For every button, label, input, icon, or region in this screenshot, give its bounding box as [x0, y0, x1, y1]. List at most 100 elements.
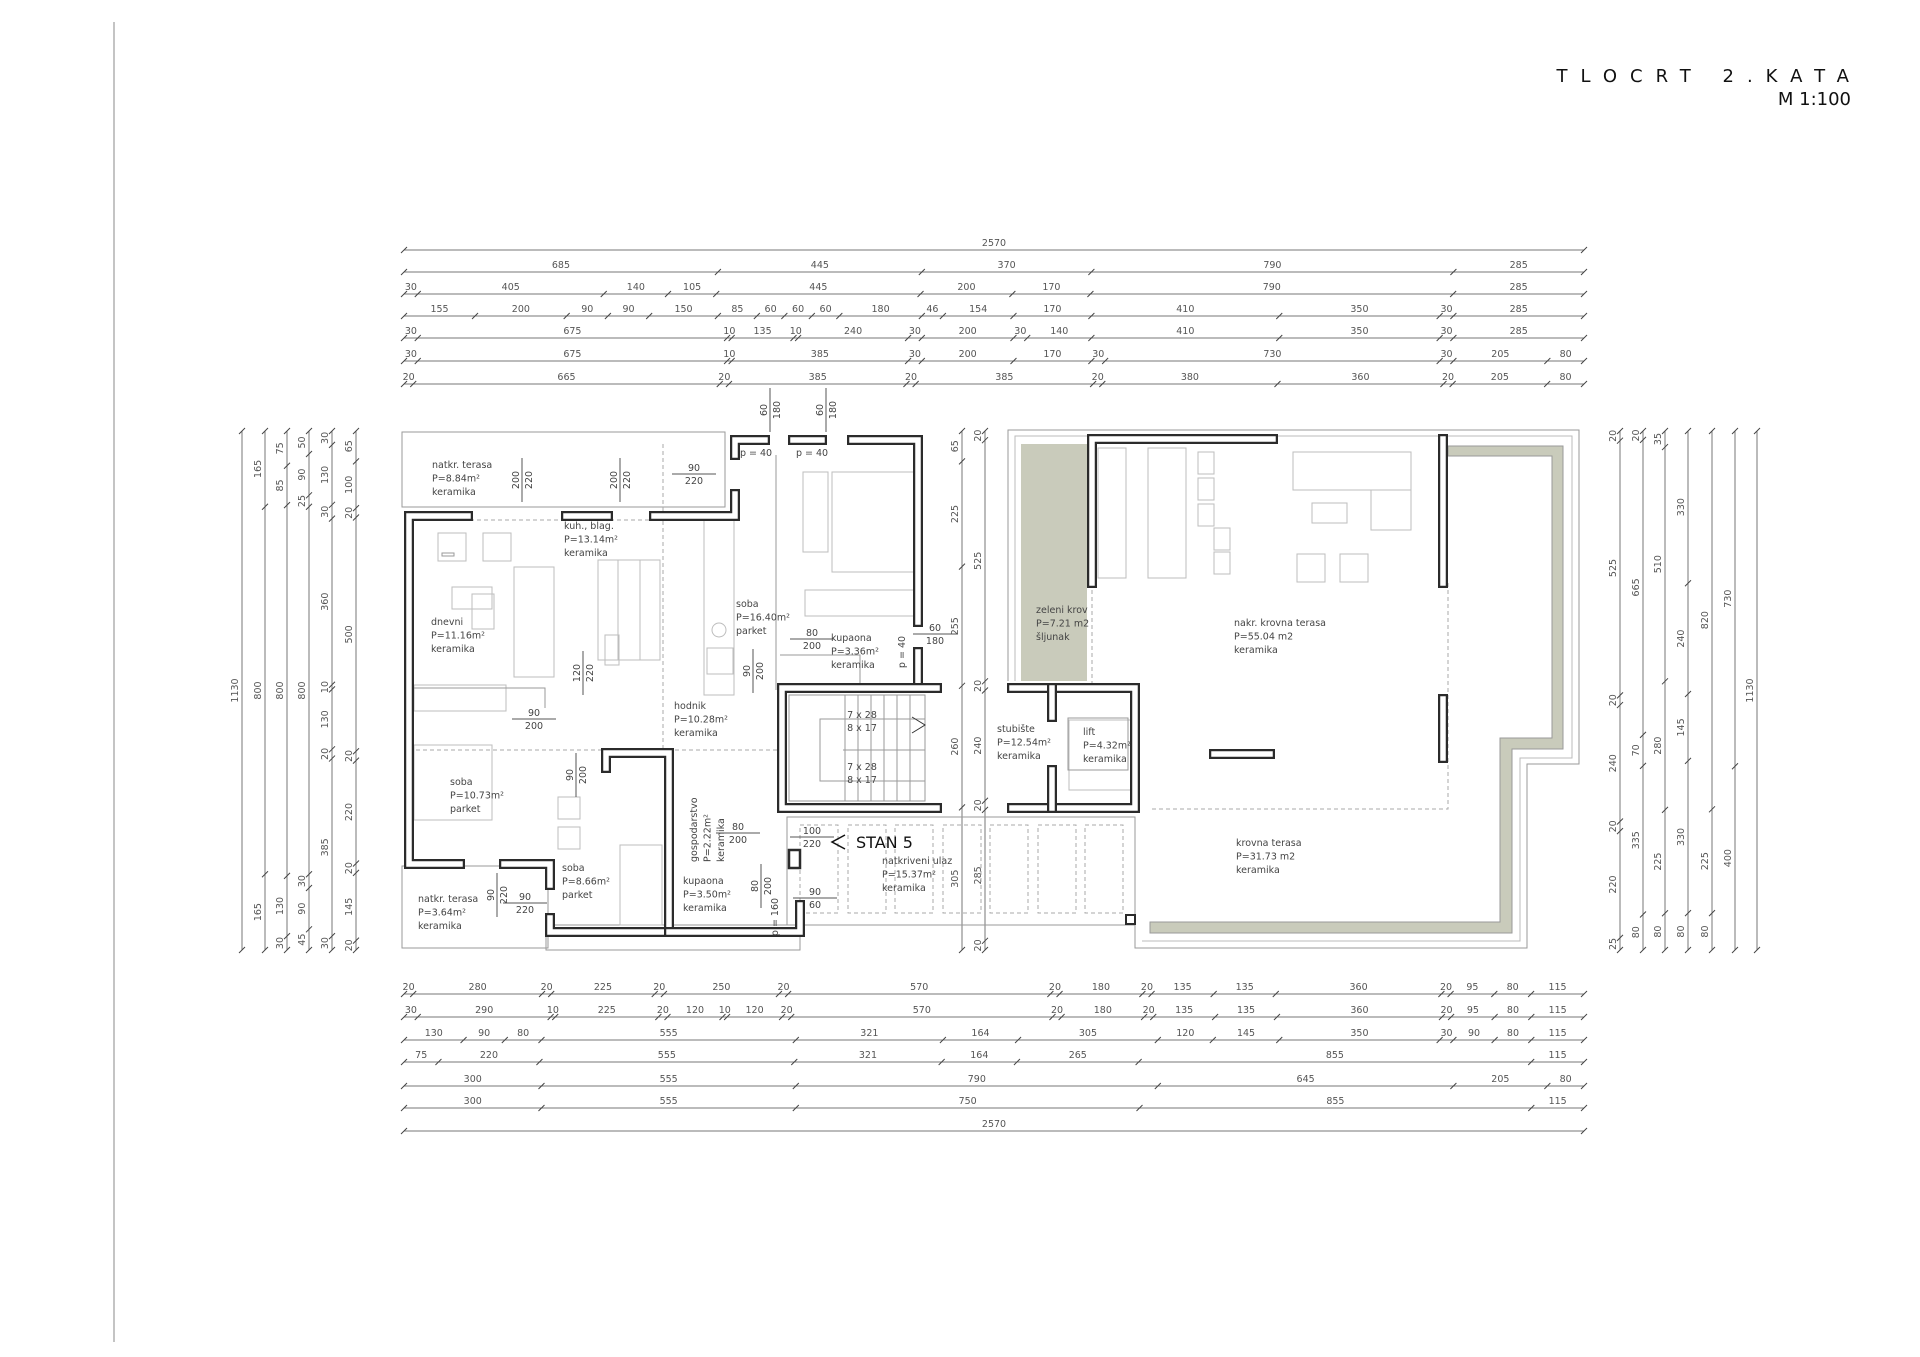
dimension-value: 60 — [765, 304, 777, 315]
dimension-tick — [958, 946, 966, 954]
dimension-value: 360 — [320, 593, 331, 611]
dimension-tick — [728, 357, 736, 365]
dimension-tick — [958, 682, 966, 690]
room-name: kuh., blag. — [564, 521, 614, 532]
dimension-value: 240 — [1676, 630, 1687, 648]
dimension-tick — [723, 357, 731, 365]
dimension-tick — [723, 1013, 731, 1021]
dimension-value: 30 — [297, 875, 308, 887]
dimension-tick — [1447, 1013, 1455, 1021]
dimension-tick — [716, 380, 724, 388]
room-name: zeleni krov — [1036, 605, 1088, 616]
dimension-tick — [1753, 427, 1761, 435]
door-width: 90 — [528, 708, 540, 719]
dimension-value: 1130 — [230, 678, 241, 702]
dimension-tick — [604, 312, 612, 320]
room-name: krovna terasa — [1236, 838, 1302, 849]
dimension-tick — [435, 1058, 442, 1066]
dimension-tick — [328, 681, 336, 689]
dimension-value: 555 — [658, 1050, 676, 1061]
door-height: 220 — [524, 471, 535, 489]
door-height: 180 — [926, 636, 944, 647]
dimension-value: 285 — [1510, 260, 1528, 271]
room-floor: šljunak — [1036, 632, 1070, 643]
dimension-value: 60 — [820, 304, 832, 315]
dimension-tick — [917, 290, 924, 298]
dimension-value: 285 — [973, 866, 984, 884]
dimension-tick — [918, 312, 926, 320]
dimension-value: 135 — [1175, 1005, 1193, 1016]
terrace-outline-bottom — [401, 865, 549, 949]
room-floor: keramika — [674, 728, 718, 739]
parapet-height-note: p = 160 — [770, 898, 781, 936]
dimension-value: 30 — [1440, 326, 1452, 337]
dimension-value: 285 — [1510, 282, 1528, 293]
dimension-tick — [1684, 690, 1692, 698]
dimension-value: 164 — [970, 1050, 988, 1061]
dimension-tick — [1661, 677, 1669, 685]
dimension-value: 200 — [959, 349, 977, 360]
dimension-value: 90 — [297, 469, 308, 481]
dimension-value: 80 — [1560, 1074, 1572, 1085]
dimension-value: 30 — [320, 506, 331, 518]
dimension-value: 30 — [1440, 1028, 1452, 1039]
dimension-value: 225 — [950, 505, 961, 523]
dimension-tick — [352, 514, 360, 521]
dimension-value: 750 — [959, 1096, 977, 1107]
dimension-tick — [1616, 934, 1624, 942]
dimension-value: 130 — [320, 710, 331, 728]
dimension-value: 200 — [957, 282, 975, 293]
dimension-tick — [1275, 312, 1283, 320]
dimension-tick — [1616, 701, 1624, 709]
dimension-tick — [400, 357, 408, 365]
dimension-value: 115 — [1549, 1050, 1567, 1061]
dimension-value: 525 — [1608, 559, 1619, 577]
dimension-value: 165 — [253, 903, 264, 921]
dimension-value: 80 — [1653, 926, 1664, 938]
dimension-tick — [1449, 380, 1456, 388]
dimension-tick — [1684, 909, 1692, 917]
dimension-value: 800 — [253, 681, 264, 699]
dimension-tick — [600, 290, 608, 298]
dimension-value: 120 — [1176, 1028, 1194, 1039]
dimension-value: 154 — [969, 304, 987, 315]
dimension-value: 675 — [563, 326, 581, 337]
dimension-value: 360 — [1350, 1005, 1368, 1016]
dimension-tick — [1010, 334, 1017, 342]
dimension-tick — [1275, 1036, 1283, 1044]
room-floor: parket — [450, 804, 481, 815]
door-width: 90 — [742, 665, 753, 677]
dimension-tick — [1088, 312, 1095, 320]
dimension-tick — [775, 990, 783, 998]
dimension-tick — [1527, 1036, 1535, 1044]
door-height: 220 — [499, 886, 510, 904]
room-floor: keramika — [716, 818, 727, 862]
dimension-tick — [538, 1036, 545, 1044]
dimension-tick — [981, 427, 989, 435]
dimension-value: 170 — [1043, 304, 1061, 315]
dimension-tick — [352, 937, 360, 945]
stair-direction-arrow-icon — [911, 716, 926, 734]
dimension-tick — [1616, 691, 1624, 699]
room-name: dnevni — [431, 617, 463, 628]
dimension-value: 300 — [464, 1096, 482, 1107]
dimension-tick — [723, 334, 731, 342]
dimension-value: 20 — [718, 372, 730, 383]
dimension-value: 385 — [995, 372, 1013, 383]
dimension-tick — [352, 504, 360, 512]
dimension-tick — [1098, 380, 1106, 388]
dimension-tick — [903, 380, 910, 388]
dimension-tick — [400, 312, 408, 320]
dimension-value: 20 — [1608, 820, 1619, 832]
dimension-value: 385 — [320, 838, 331, 856]
dimension-tick — [305, 427, 313, 435]
dimension-value: 300 — [464, 1074, 482, 1085]
dimension-tick — [551, 1013, 559, 1021]
dimension-tick — [328, 932, 336, 940]
